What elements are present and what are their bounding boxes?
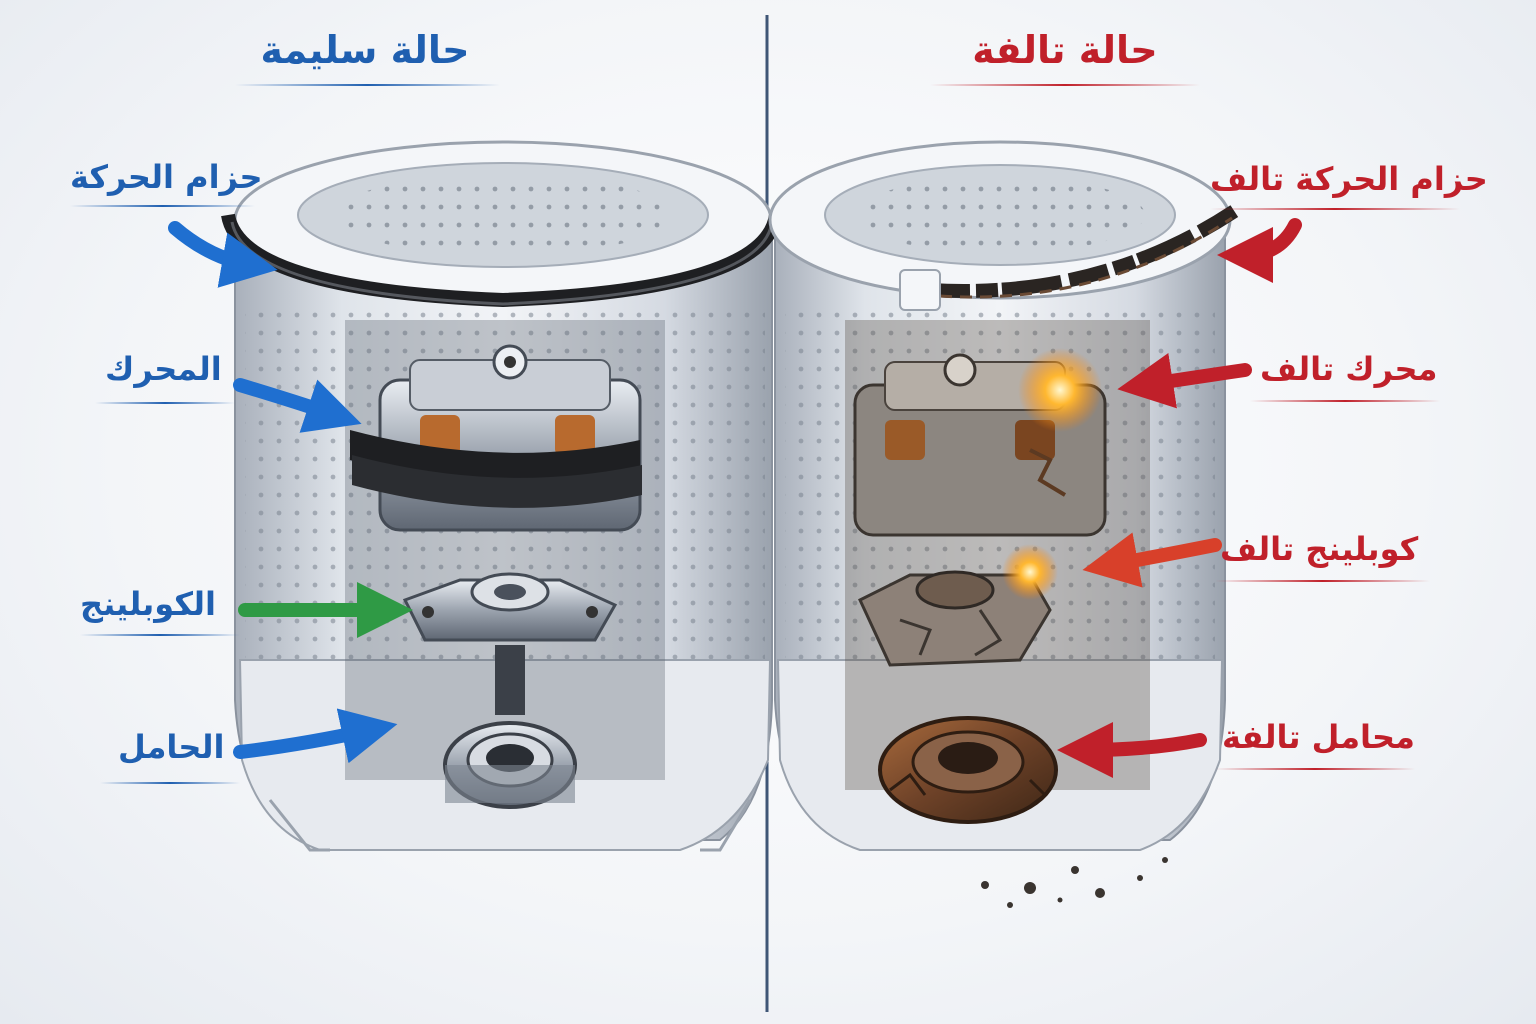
bad-arrows [1057, 218, 1302, 778]
good-bearing-underline [100, 782, 240, 784]
bad-bearing-arrow [1057, 721, 1207, 778]
bad-motor-label: محرك تالف [1260, 350, 1438, 388]
bad-coupling-arrow [1082, 532, 1222, 588]
good-bearing [443, 721, 577, 809]
debris [981, 857, 1168, 908]
good-arrows [168, 221, 413, 764]
good-motor-underline [95, 402, 235, 404]
bad-belt-label: حزام الحركة تالف [1210, 160, 1488, 198]
good-panel-title: حالة سليمة [260, 28, 470, 72]
bad-motor-arrow [1117, 353, 1252, 409]
good-coupling [402, 572, 618, 642]
good-motor [350, 344, 642, 532]
good-belt-arrow [168, 221, 278, 288]
bad-belt-underline [1210, 208, 1460, 210]
bad-coupling-underline [1215, 580, 1430, 582]
spark-icon [1018, 348, 1102, 432]
bad-panel-title: حالة تالفة [972, 28, 1158, 72]
bad-title-underline [930, 84, 1200, 86]
bad-coupling [858, 544, 1058, 667]
good-coupling-underline [80, 634, 240, 636]
good-bearing-arrow [233, 708, 398, 764]
good-drum [221, 140, 783, 852]
good-motor-arrow [233, 378, 362, 433]
bad-drum [768, 140, 1240, 908]
good-bearing-label: الحامل [118, 728, 225, 766]
bad-bearing-underline [1215, 768, 1415, 770]
good-title-underline [235, 84, 500, 86]
good-coupling-label: الكوبلينج [80, 585, 216, 623]
bad-motor-underline [1250, 400, 1440, 402]
bad-belt-arrow [1217, 218, 1302, 283]
bad-bearing-label: محامل تالفة [1222, 718, 1415, 756]
good-belt-label: حزام الحركة [70, 158, 263, 196]
bad-coupling-label: كوبلينج تالف [1220, 530, 1419, 568]
bad-bearing [878, 716, 1058, 824]
good-belt-underline [70, 205, 255, 207]
bad-motor [853, 348, 1107, 537]
good-motor-label: المحرك [105, 350, 222, 388]
